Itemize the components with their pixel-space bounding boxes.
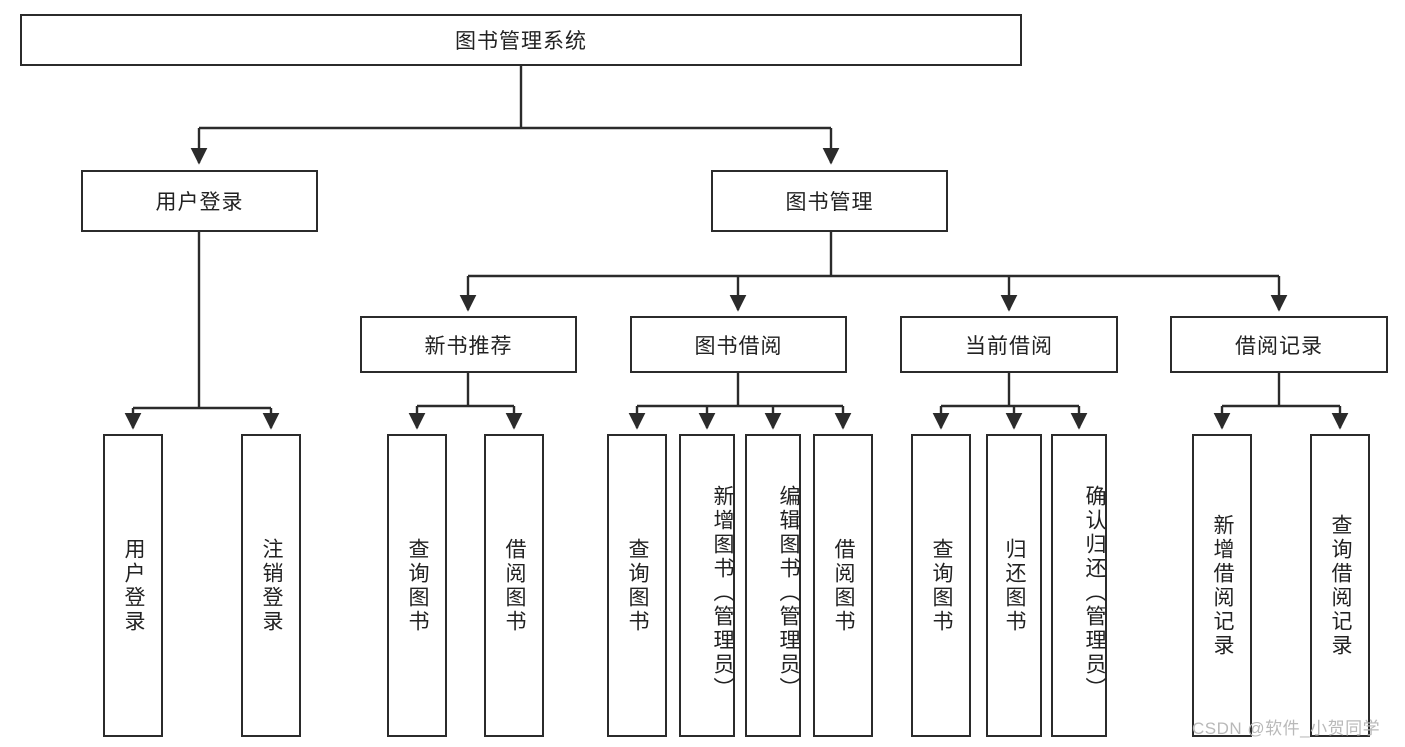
leaf-add-borrow-record[interactable]: 新增借阅记录 [1192, 434, 1252, 737]
node-borrow-record[interactable]: 借阅记录 [1170, 316, 1388, 373]
node-book-management[interactable]: 图书管理 [711, 170, 948, 232]
csdn-watermark: CSDN @软件_小贺同学 [1192, 719, 1381, 738]
leaf-query-book-borrow[interactable]: 查询图书 [607, 434, 667, 737]
leaf-query-book-current[interactable]: 查询图书 [911, 434, 971, 737]
node-root-system[interactable]: 图书管理系统 [20, 14, 1022, 66]
leaf-logout[interactable]: 注销登录 [241, 434, 301, 737]
leaf-borrow-book-recommend[interactable]: 借阅图书 [484, 434, 544, 737]
node-new-book-recommend[interactable]: 新书推荐 [360, 316, 577, 373]
leaf-borrow-book[interactable]: 借阅图书 [813, 434, 873, 737]
leaf-edit-book-admin[interactable]: 编辑图书（管理员） [745, 434, 801, 737]
node-user-login[interactable]: 用户登录 [81, 170, 318, 232]
leaf-query-borrow-record[interactable]: 查询借阅记录 [1310, 434, 1370, 737]
leaf-confirm-return-admin[interactable]: 确认归还（管理员） [1051, 434, 1107, 737]
leaf-return-book[interactable]: 归还图书 [986, 434, 1042, 737]
leaf-query-book-recommend[interactable]: 查询图书 [387, 434, 447, 737]
node-book-borrow[interactable]: 图书借阅 [630, 316, 847, 373]
node-current-borrow[interactable]: 当前借阅 [900, 316, 1118, 373]
leaf-user-login[interactable]: 用户登录 [103, 434, 163, 737]
leaf-add-book-admin[interactable]: 新增图书（管理员） [679, 434, 735, 737]
